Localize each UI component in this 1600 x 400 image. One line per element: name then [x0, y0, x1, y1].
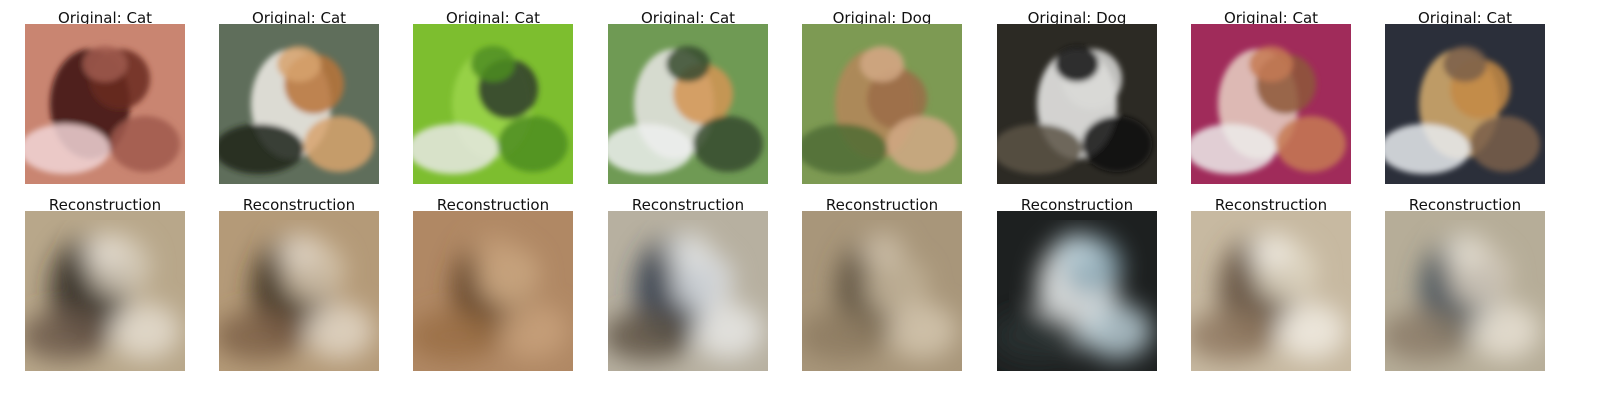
original-panel: Original: Cat	[608, 8, 768, 184]
reconstruction-image	[413, 211, 573, 371]
original-image	[608, 24, 768, 184]
reconstruction-title: Reconstruction	[1020, 196, 1134, 214]
original-image	[25, 24, 185, 184]
original-title: Original: Cat	[445, 9, 541, 27]
original-title: Original: Dog	[1027, 9, 1127, 27]
reconstruction-image	[219, 211, 379, 371]
original-image	[1385, 24, 1545, 184]
reconstruction-title: Reconstruction	[825, 196, 939, 214]
original-panel: Original: Cat	[413, 8, 573, 184]
reconstruction-panel: Reconstruction	[1191, 195, 1351, 371]
original-title: Original: Cat	[1223, 9, 1319, 27]
reconstruction-title: Reconstruction	[436, 196, 550, 214]
reconstruction-image	[608, 211, 768, 371]
original-image	[413, 24, 573, 184]
reconstruction-title: Reconstruction	[242, 196, 356, 214]
reconstruction-title: Reconstruction	[1214, 196, 1328, 214]
reconstruction-image	[802, 211, 962, 371]
reconstruction-image	[25, 211, 185, 371]
original-image	[219, 24, 379, 184]
original-panel: Original: Cat	[25, 8, 185, 184]
reconstruction-panel: Reconstruction	[25, 195, 185, 371]
reconstruction-image	[1385, 211, 1545, 371]
original-title: Original: Cat	[251, 9, 347, 27]
original-panel: Original: Dog	[802, 8, 962, 184]
original-title: Original: Cat	[640, 9, 736, 27]
reconstruction-title: Reconstruction	[48, 196, 162, 214]
reconstruction-panel: Reconstruction	[608, 195, 768, 371]
reconstruction-title: Reconstruction	[631, 196, 745, 214]
reconstruction-panel: Reconstruction	[802, 195, 962, 371]
reconstruction-panel: Reconstruction	[219, 195, 379, 371]
original-panel: Original: Dog	[997, 8, 1157, 184]
reconstruction-panel: Reconstruction	[413, 195, 573, 371]
original-title: Original: Dog	[832, 9, 932, 27]
original-image	[997, 24, 1157, 184]
original-title: Original: Cat	[57, 9, 153, 27]
original-panel: Original: Cat	[219, 8, 379, 184]
reconstruction-image	[997, 211, 1157, 371]
reconstruction-title: Reconstruction	[1408, 196, 1522, 214]
reconstruction-panel: Reconstruction	[1385, 195, 1545, 371]
original-title: Original: Cat	[1417, 9, 1513, 27]
original-panel: Original: Cat	[1191, 8, 1351, 184]
original-image	[1191, 24, 1351, 184]
original-image	[802, 24, 962, 184]
original-panel: Original: Cat	[1385, 8, 1545, 184]
reconstruction-panel: Reconstruction	[997, 195, 1157, 371]
reconstruction-image	[1191, 211, 1351, 371]
